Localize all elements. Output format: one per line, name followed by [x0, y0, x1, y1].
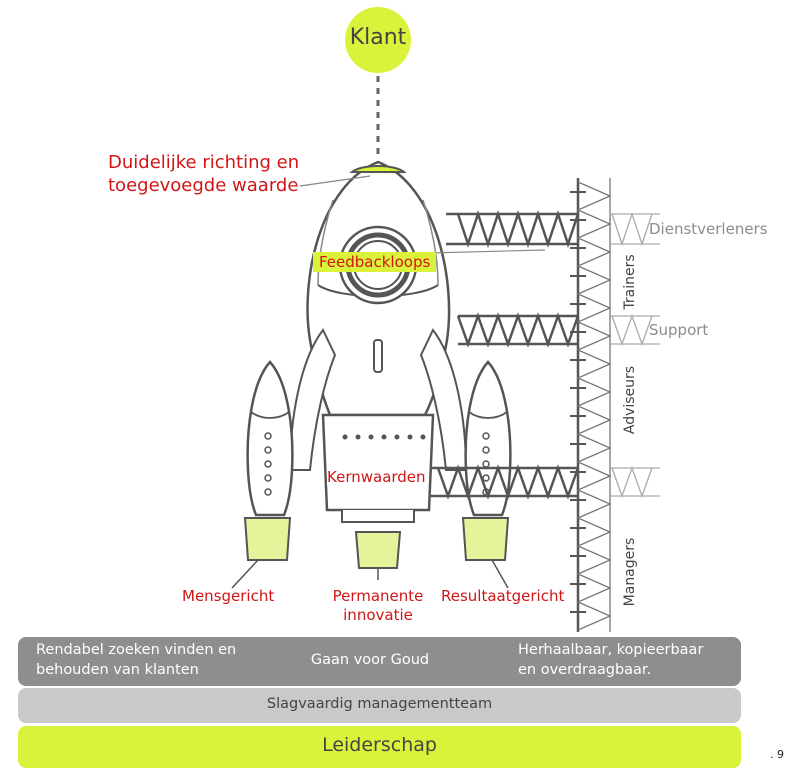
band-light — [18, 688, 741, 723]
direction-label-line1: Duidelijke richting en — [108, 152, 300, 173]
klant-label: Klant — [349, 25, 407, 50]
managers-label: Managers — [622, 537, 638, 607]
band-right-line2: en overdraagbaar. — [518, 662, 652, 678]
left-nozzle — [243, 517, 292, 561]
klant-circle — [345, 7, 411, 73]
trainers-label: Trainers — [622, 254, 638, 310]
resultaatgericht-label: Resultaatgericht — [441, 587, 565, 605]
permanente-label-line1: Permanente — [332, 587, 424, 605]
kernwaarden-label: Kernwaarden — [327, 468, 426, 486]
center-nozzle — [354, 531, 402, 569]
band-dark — [18, 637, 741, 686]
scaffold-right — [610, 211, 660, 498]
dienstverleners-label: Dienstverleners — [649, 220, 768, 238]
band-bottom-label: Leiderschap — [322, 734, 437, 756]
band-left-line2: behouden van klanten — [36, 662, 199, 678]
support-tower — [576, 178, 611, 632]
truss-arm-middle — [456, 312, 580, 348]
truss-arm-bottom — [430, 464, 580, 500]
band-right-line1: Herhaalbaar, kopieerbaar — [518, 642, 704, 658]
support-label: Support — [649, 321, 709, 339]
direction-label-line2: toegevoegde waarde — [108, 175, 299, 196]
adviseurs-label: Adviseurs — [622, 365, 638, 435]
truss-arm-top — [446, 210, 580, 248]
permanente-label-line2: innovatie — [343, 606, 413, 624]
band-lime — [18, 726, 741, 768]
band-middle-label: Slagvaardig managementteam — [266, 696, 493, 712]
engine-section — [321, 413, 435, 512]
band-left-line1: Rendabel zoeken vinden en — [36, 642, 237, 658]
page-number: . 9 — [770, 748, 784, 761]
mensgericht-label: Mensgericht — [182, 587, 275, 605]
right-nozzle — [461, 517, 510, 561]
feedback-label: Feedbackloops — [313, 252, 437, 272]
band-center: Gaan voor Goud — [310, 652, 430, 668]
